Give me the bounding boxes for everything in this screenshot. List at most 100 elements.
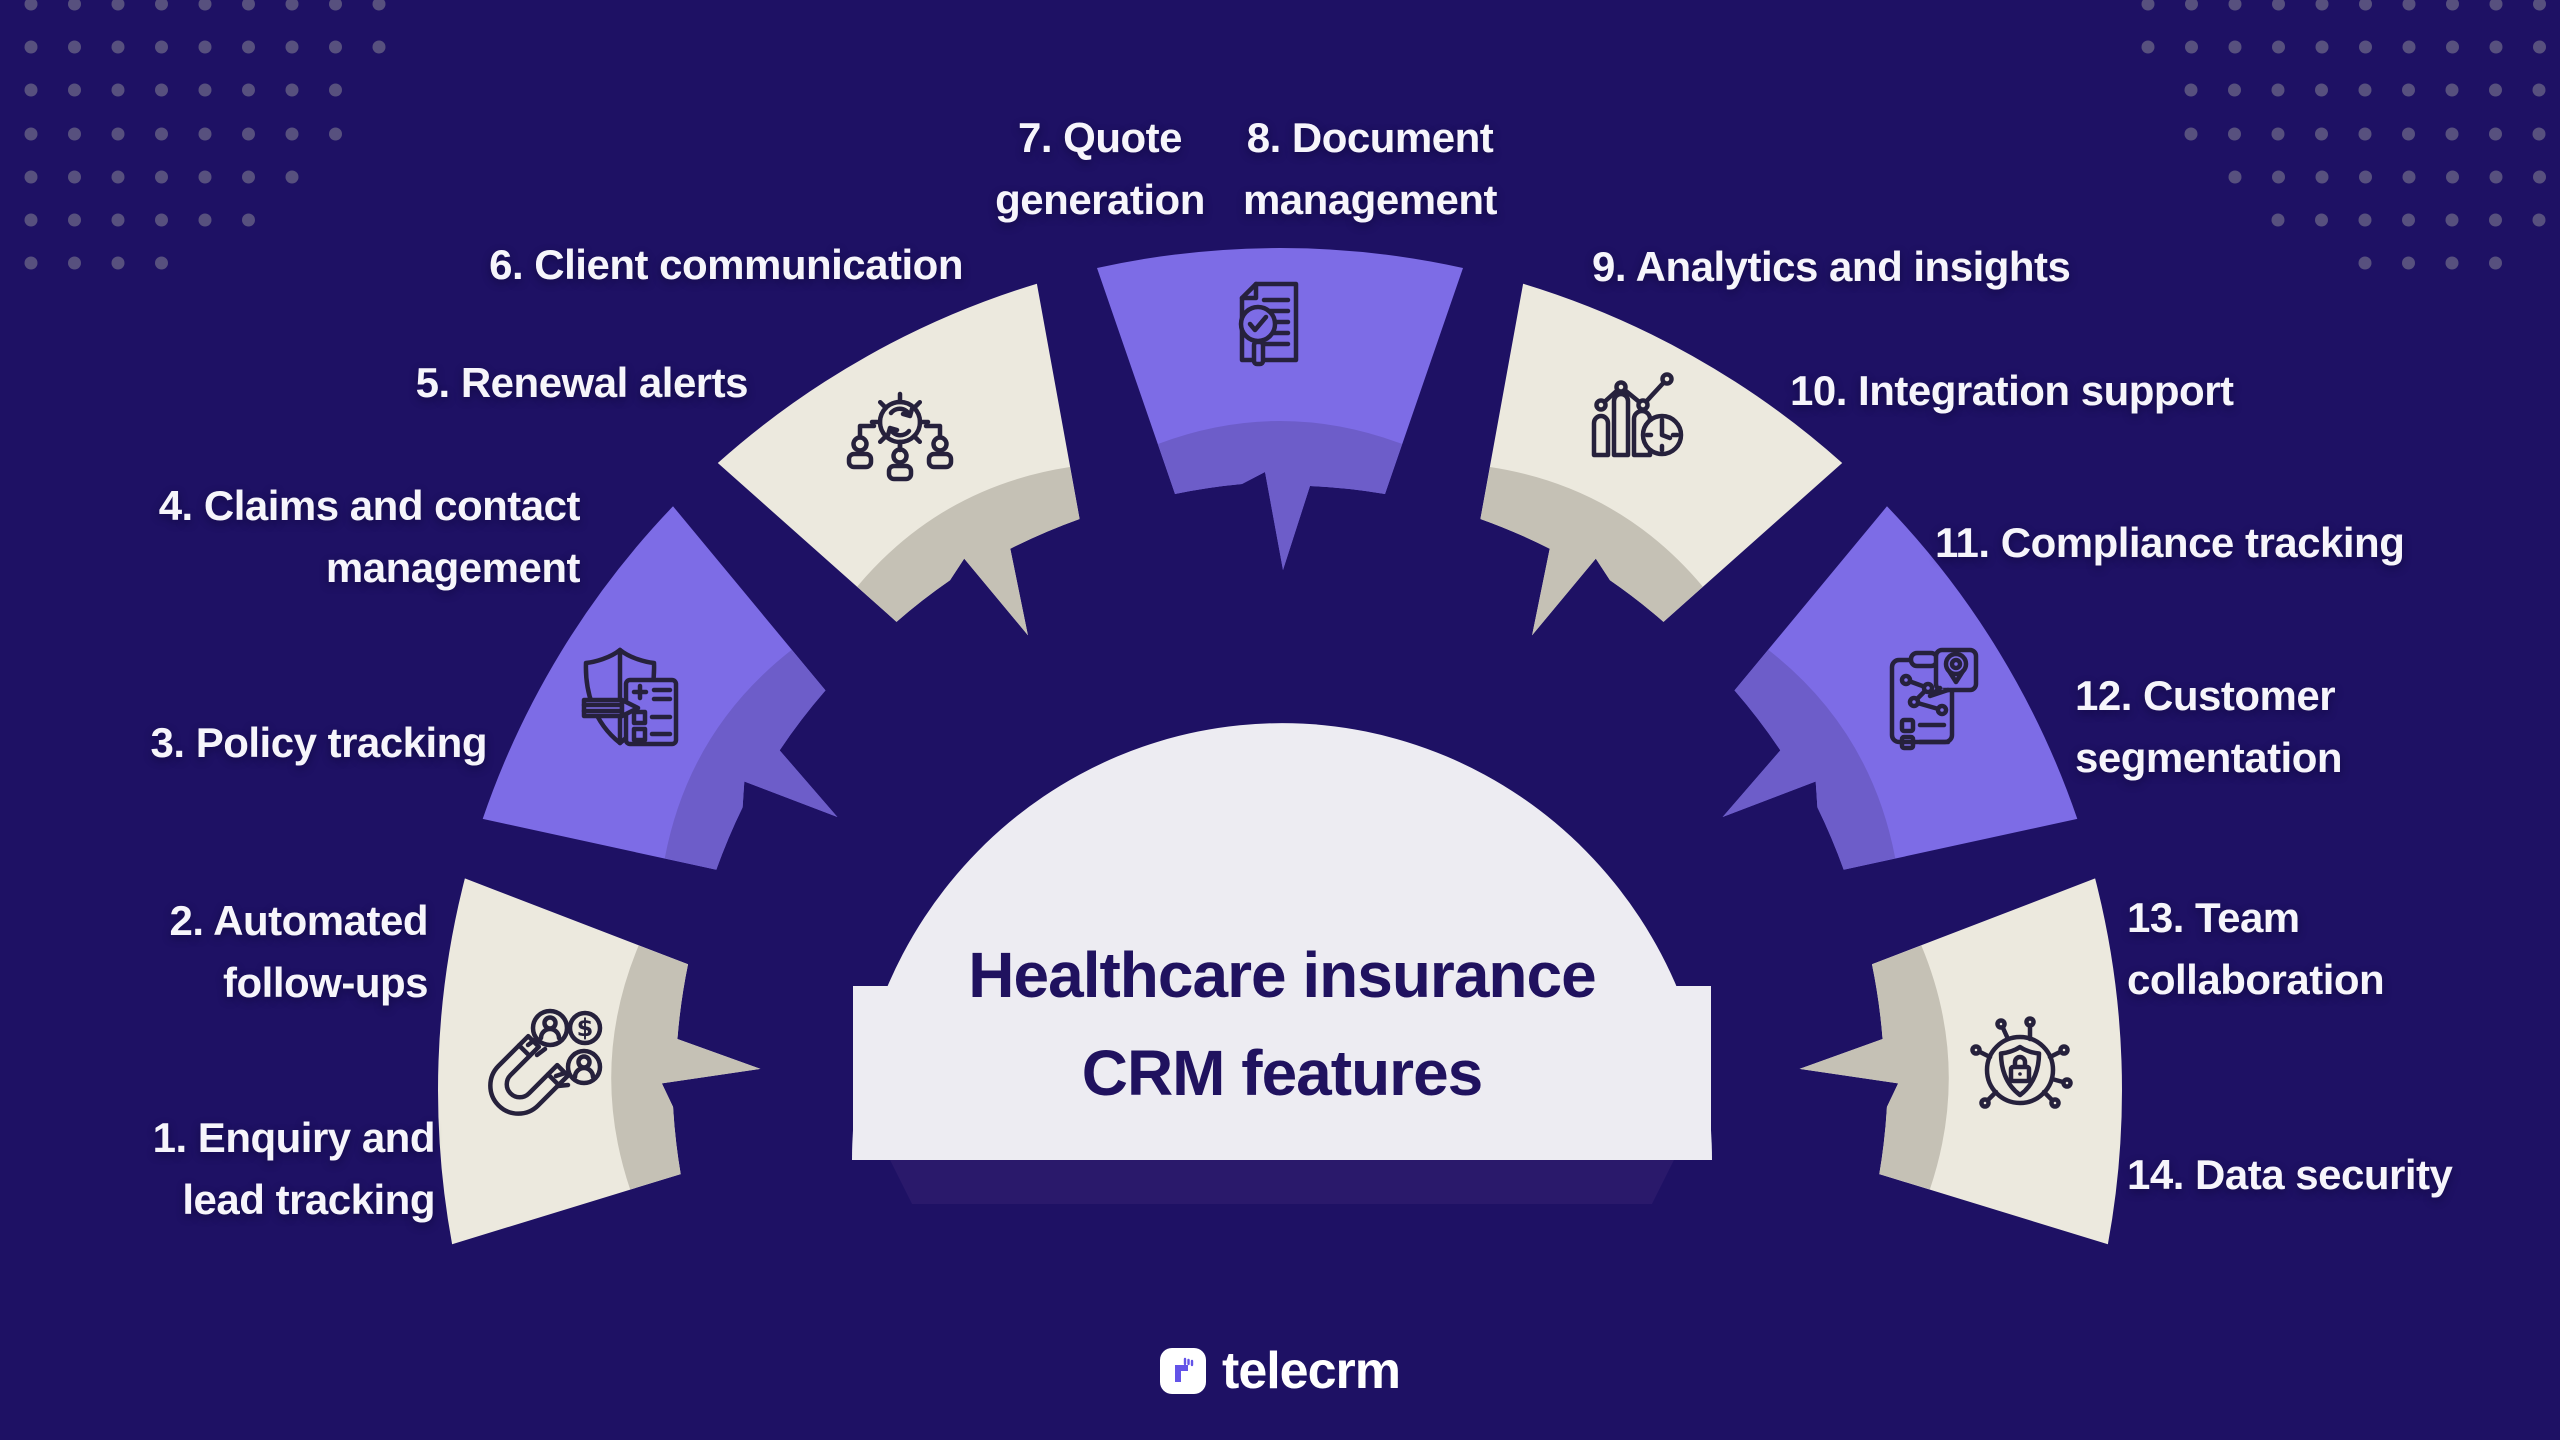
decor-dot bbox=[198, 83, 212, 97]
feature-label-7: 7. Quote generation bbox=[995, 114, 1205, 223]
decor-dot bbox=[285, 127, 299, 141]
decor-dot bbox=[2141, 40, 2155, 54]
decor-dot bbox=[2446, 40, 2459, 54]
center-dome bbox=[852, 723, 1712, 1204]
decor-dot bbox=[2358, 83, 2372, 97]
decor-dot bbox=[372, 0, 386, 11]
decor-dot bbox=[2271, 127, 2285, 141]
decor-dot bbox=[2402, 170, 2416, 184]
decor-dot bbox=[2358, 127, 2372, 141]
decor-dot bbox=[329, 127, 342, 141]
decor-dot bbox=[111, 213, 125, 227]
decor-dot bbox=[2489, 127, 2502, 141]
decor-dot bbox=[2359, 0, 2372, 11]
decor-dot bbox=[24, 213, 38, 227]
team-gear-icon bbox=[846, 391, 954, 482]
decor-dot bbox=[2315, 127, 2328, 141]
decor-dot bbox=[2533, 40, 2546, 54]
analytics-clock-icon bbox=[1591, 372, 1684, 458]
decor-dot bbox=[2445, 256, 2459, 270]
wedge-13-14 bbox=[1793, 877, 2128, 1255]
decor-dot bbox=[68, 213, 81, 227]
decor-dot bbox=[2402, 83, 2415, 97]
decor-dot bbox=[198, 213, 212, 227]
decor-dot bbox=[24, 170, 38, 184]
decor-dot bbox=[68, 83, 81, 97]
decor-dot bbox=[2228, 0, 2242, 11]
decor-dot bbox=[242, 0, 255, 11]
dome-shadow-band bbox=[890, 1160, 1674, 1204]
decor-dot bbox=[2445, 83, 2459, 97]
decor-dot bbox=[68, 40, 81, 54]
decor-dot bbox=[111, 83, 125, 97]
decor-dot bbox=[2272, 170, 2285, 184]
page-title: Healthcare insurance CRM features bbox=[968, 939, 1596, 1109]
decor-dot bbox=[2489, 213, 2502, 227]
decor-dot bbox=[372, 40, 386, 54]
feature-label-9: 9. Analytics and insights bbox=[1592, 243, 2071, 290]
decor-dot bbox=[2402, 213, 2415, 227]
decor-dot bbox=[155, 83, 168, 97]
decor-dot bbox=[2445, 213, 2459, 227]
feature-label-10: 10. Integration support bbox=[1790, 367, 2234, 414]
decor-dot bbox=[155, 127, 168, 141]
svg-text:$: $ bbox=[577, 1014, 594, 1042]
feature-label-1: 1. Enquiry and lead tracking bbox=[152, 1114, 436, 1223]
decor-dot bbox=[2184, 127, 2198, 141]
logo-wordmark: telecrm bbox=[1222, 1342, 1401, 1400]
feature-label-12: 12. Customer segmentation bbox=[2075, 672, 2343, 781]
decor-dot bbox=[2271, 83, 2285, 97]
decor-dot bbox=[2315, 213, 2328, 227]
decor-dot bbox=[2271, 213, 2285, 227]
decor-dot bbox=[198, 0, 212, 11]
decor-dot bbox=[2185, 40, 2198, 54]
decor-dot bbox=[155, 170, 168, 184]
decor-dot bbox=[2358, 213, 2372, 227]
decor-dot bbox=[24, 83, 38, 97]
decor-dot bbox=[2446, 170, 2459, 184]
decor-dot bbox=[242, 40, 255, 54]
feature-label-5: 5. Renewal alerts bbox=[415, 359, 749, 406]
decor-dot bbox=[68, 170, 81, 184]
decor-dot bbox=[285, 0, 299, 11]
policy-shield-pencil-icon bbox=[581, 647, 679, 747]
decor-dot bbox=[2533, 0, 2546, 11]
decor-dot bbox=[2272, 0, 2285, 11]
decor-dot bbox=[2402, 127, 2415, 141]
decor-dot bbox=[2315, 170, 2329, 184]
decor-dot bbox=[2489, 170, 2503, 184]
decor-dot bbox=[111, 256, 125, 270]
decor-dot bbox=[2532, 213, 2546, 227]
dot-pattern-left bbox=[24, 0, 386, 270]
decor-dot bbox=[24, 0, 38, 11]
feature-label-8: 8. Document management bbox=[1242, 114, 1498, 223]
dome bbox=[852, 723, 1712, 1160]
decor-dot bbox=[2489, 40, 2503, 54]
decor-dot bbox=[68, 127, 81, 141]
decor-dot bbox=[2141, 0, 2155, 11]
decor-dot bbox=[2228, 40, 2242, 54]
decor-dot bbox=[2228, 170, 2242, 184]
dot-pattern-right bbox=[2141, 0, 2546, 270]
decor-dot bbox=[2532, 127, 2546, 141]
decor-dot bbox=[329, 40, 342, 54]
decor-dot bbox=[2402, 0, 2416, 11]
decor-dot bbox=[111, 170, 125, 184]
feature-label-14: 14. Data security bbox=[2127, 1151, 2453, 1198]
decor-dot bbox=[2272, 40, 2285, 54]
decor-dot bbox=[242, 213, 255, 227]
decor-dot bbox=[2489, 0, 2503, 11]
feature-label-4: 4. Claims and contact management bbox=[158, 482, 581, 591]
decor-dot bbox=[2228, 83, 2241, 97]
telecrm-logo: telecrm bbox=[1160, 1342, 1401, 1400]
decor-dot bbox=[198, 127, 212, 141]
decor-dot bbox=[242, 83, 255, 97]
decor-dot bbox=[68, 256, 81, 270]
decor-dot bbox=[2359, 40, 2372, 54]
decor-dot bbox=[2184, 83, 2198, 97]
decor-dot bbox=[2228, 127, 2241, 141]
security-circuit-shield-icon bbox=[1970, 1016, 2073, 1109]
decor-dot bbox=[2446, 0, 2459, 11]
decor-dot bbox=[2358, 256, 2372, 270]
